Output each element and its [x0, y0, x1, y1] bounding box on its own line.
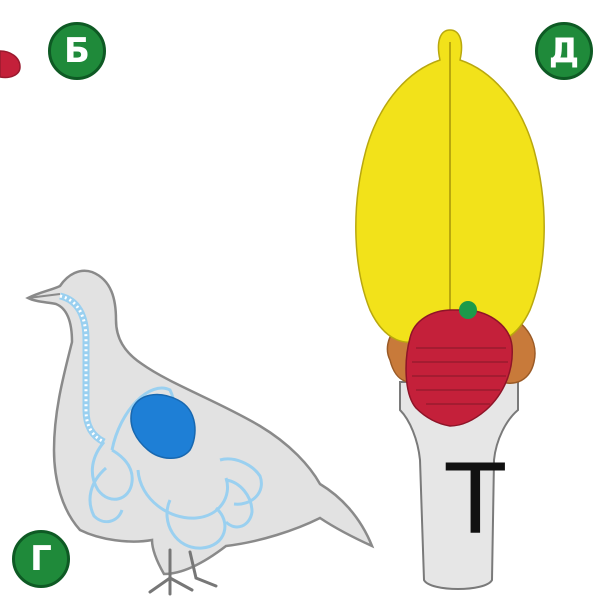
label-badge-d: Д	[535, 22, 593, 80]
red-shape-fragment-icon	[0, 45, 24, 85]
label-badge-b: Б	[48, 22, 106, 80]
label-badge-g: Г	[12, 530, 70, 588]
brain-part-label: Т	[446, 452, 505, 548]
bird-illustration	[20, 260, 380, 600]
pineal-body	[459, 301, 477, 319]
